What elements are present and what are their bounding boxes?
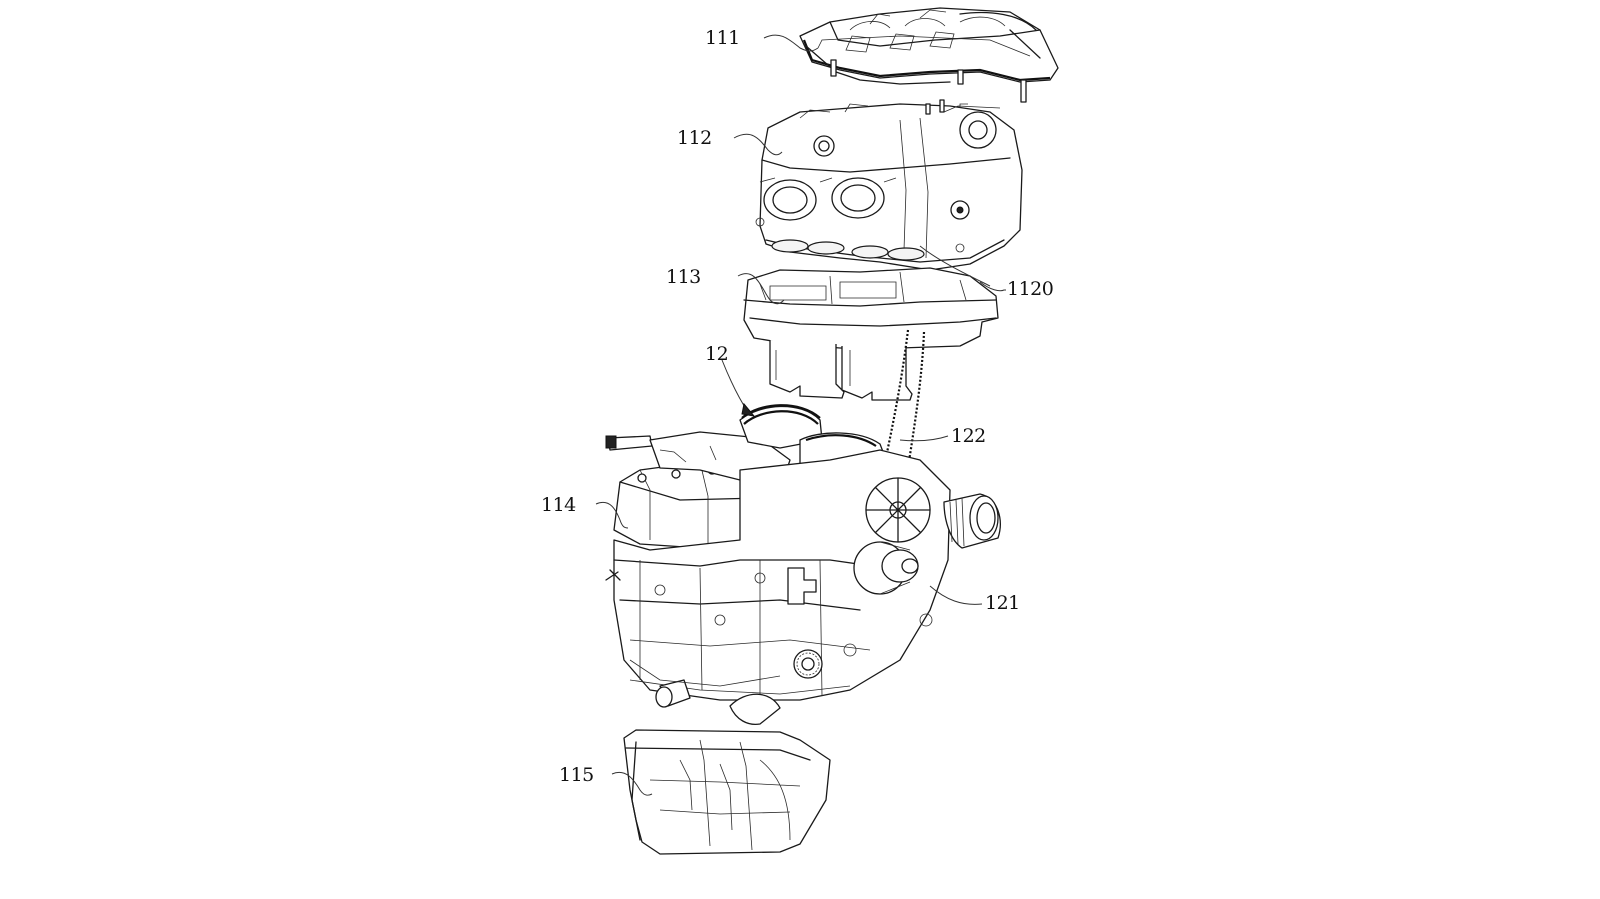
label-114: 114 — [541, 494, 576, 516]
label-115: 115 — [559, 764, 594, 786]
label-111: 111 — [705, 27, 740, 49]
label-12: 12 — [705, 343, 729, 365]
part-111-head-cover — [799, 7, 1059, 103]
label-121: 121 — [985, 592, 1020, 614]
part-115-oil-pan — [623, 729, 831, 855]
leader-lines — [595, 34, 1006, 796]
label-113: 113 — [666, 266, 701, 288]
part-113-cylinder-block — [743, 267, 999, 401]
part-114-crankcase — [605, 404, 1001, 726]
part-112-cylinder-head — [755, 99, 1023, 271]
part-122-timing-chain — [880, 329, 926, 481]
label-1120: 1120 — [1007, 278, 1054, 300]
label-122: 122 — [951, 425, 986, 447]
label-112: 112 — [677, 127, 712, 149]
